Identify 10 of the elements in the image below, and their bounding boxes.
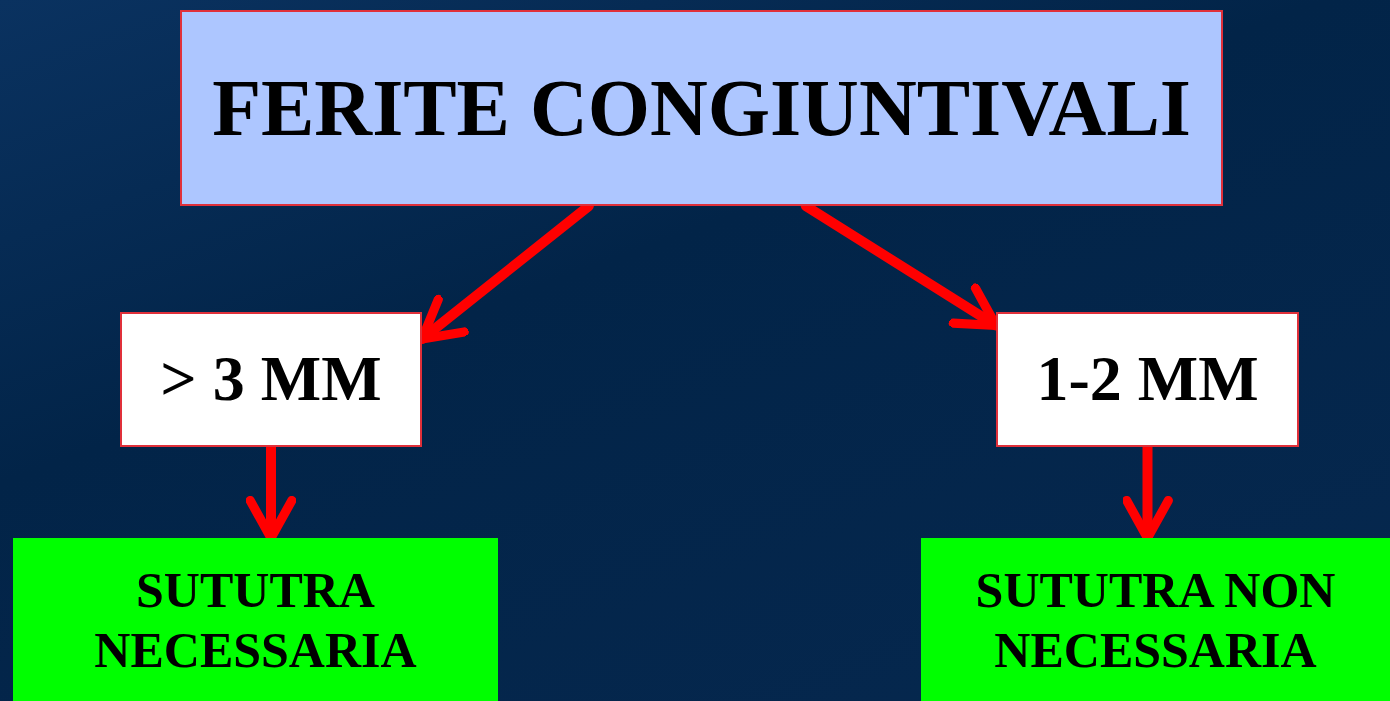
title-box <box>180 10 1223 206</box>
box-label: FERITE CONGIUNTIVALI <box>212 66 1191 150</box>
box-label: > 3 MM <box>160 344 382 415</box>
category-box <box>996 312 1299 447</box>
box-label: SUTUTRA NECESSARIA <box>93 560 418 680</box>
category-box <box>120 312 422 447</box>
box-label: SUTUTRA NON NECESSARIA <box>974 560 1337 680</box>
outcome-box <box>921 538 1390 701</box>
outcome-box <box>13 538 498 701</box>
box-label: 1-2 MM <box>1036 344 1259 415</box>
